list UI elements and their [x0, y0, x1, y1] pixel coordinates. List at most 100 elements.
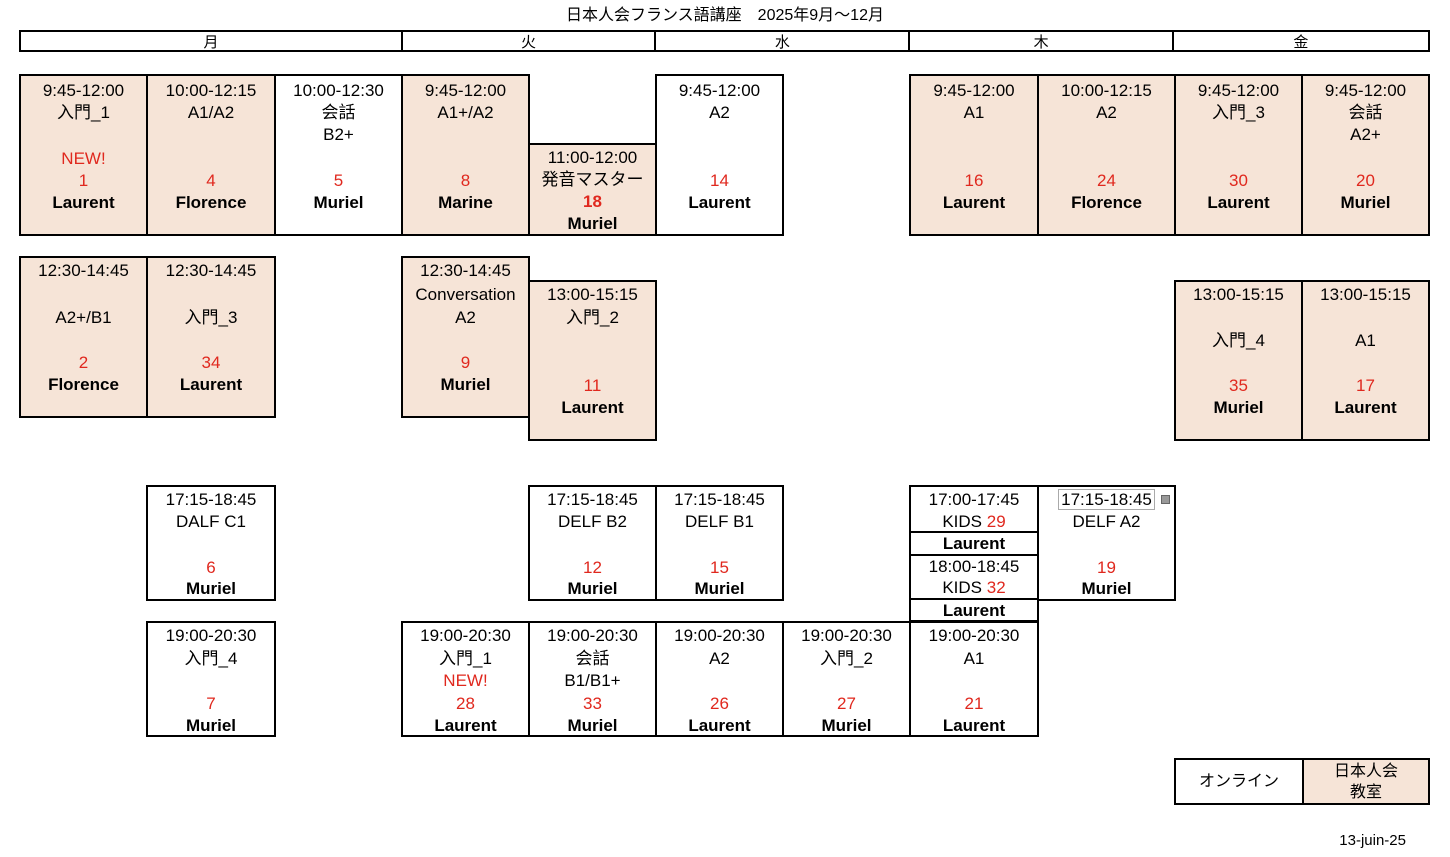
- class-time: 10:00-12:30: [293, 81, 384, 100]
- class-time: 12:30-14:45: [165, 261, 257, 280]
- class-number: 27: [837, 694, 856, 713]
- class-number: 16: [964, 171, 984, 190]
- class-time: 9:45-12:00: [678, 81, 761, 100]
- class-time: 19:00-20:30: [928, 626, 1020, 645]
- class-time: 19:00-20:30: [801, 626, 892, 645]
- class-number: 11: [583, 376, 602, 395]
- class-teacher: Laurent: [179, 375, 243, 394]
- class-cell-35: 13:00-15:15 入門_4 35 Muriel: [1174, 280, 1303, 441]
- legend-onsite-line1: 日本人会: [1333, 762, 1398, 780]
- cell-resize-handle-icon[interactable]: [1161, 495, 1170, 504]
- class-time: 10:00-12:15: [165, 81, 257, 100]
- class-teacher: Laurent: [52, 193, 115, 212]
- class-cell-6: 17:15-18:45 DALF C1 6 Muriel: [146, 485, 276, 601]
- class-cell-18: 11:00-12:00 発音マスター 18 Muriel: [528, 143, 657, 236]
- class-time: 9:45-12:00: [933, 81, 1015, 100]
- class-level: 入門_3: [184, 308, 238, 327]
- class-teacher: Florence: [175, 193, 247, 212]
- class-number: 7: [206, 694, 216, 713]
- class-teacher: Laurent: [1334, 398, 1397, 417]
- class-teacher: Muriel: [1340, 193, 1391, 212]
- class-level: KIDS 29: [911, 512, 1037, 532]
- class-level: A2: [709, 103, 730, 122]
- class-level: A2+/B1: [55, 308, 112, 327]
- class-number: 20: [1356, 171, 1375, 190]
- class-level: A2: [1096, 103, 1117, 122]
- class-number: 2: [78, 353, 89, 372]
- class-cell-34: 12:30-14:45 入門_3 34 Laurent: [146, 256, 276, 418]
- class-teacher: Muriel: [440, 375, 491, 394]
- class-time: 13:00-15:15: [1320, 285, 1411, 304]
- class-teacher: Laurent: [688, 716, 751, 735]
- schedule-title: 日本人会フランス語講座 2025年9月〜12月: [566, 7, 884, 24]
- class-time: 9:45-12:00: [424, 81, 507, 100]
- class-cell-30: 9:45-12:00 入門_3 30 Laurent: [1174, 74, 1303, 236]
- class-time: 17:15-18:45: [1039, 489, 1174, 510]
- class-number: 6: [206, 558, 216, 577]
- class-cell-1: 9:45-12:00 入門_1 NEW! 1 Laurent: [19, 74, 148, 236]
- class-cell-19: 17:15-18:45 DELF A2 19 Muriel: [1037, 485, 1176, 601]
- class-teacher: Muriel: [185, 716, 237, 735]
- class-level: A1+/A2: [437, 103, 494, 122]
- class-time: 13:00-15:15: [1193, 285, 1284, 304]
- row-divider: [911, 554, 1037, 556]
- class-level: A1: [963, 103, 985, 122]
- class-number: 28: [456, 694, 475, 713]
- class-time: 19:00-20:30: [165, 626, 257, 645]
- class-number: 30: [1229, 171, 1248, 190]
- class-time: 10:00-12:15: [1061, 81, 1152, 100]
- class-number: 18: [583, 192, 602, 211]
- class-number: 19: [1097, 558, 1116, 577]
- class-cell-21: 19:00-20:30 A1 21 Laurent: [909, 621, 1039, 737]
- class-cell-8: 9:45-12:00 A1+/A2 8 Marine: [401, 74, 530, 236]
- class-type: Conversation: [415, 285, 516, 304]
- class-cell-4: 10:00-12:15 A1/A2 4 Florence: [146, 74, 276, 236]
- class-name: KIDS: [942, 578, 983, 597]
- class-teacher: Laurent: [561, 398, 624, 417]
- class-cell-kids: 17:00-17:45 KIDS 29 Laurent 18:00-18:45 …: [909, 485, 1039, 622]
- class-teacher: Muriel: [1081, 579, 1132, 598]
- day-header-row: 月 火 水 木 金: [19, 30, 1430, 52]
- class-level: A1: [963, 649, 985, 668]
- class-teacher: Laurent: [942, 601, 1006, 620]
- class-time: 17:15-18:45: [547, 490, 638, 509]
- class-level: DALF C1: [176, 512, 246, 531]
- class-cell-2: 12:30-14:45 A2+/B1 2 Florence: [19, 256, 148, 418]
- class-time: 17:00-17:45: [928, 490, 1020, 509]
- class-level: 入門_1: [439, 649, 492, 668]
- class-cell-14: 9:45-12:00 A2 14 Laurent: [655, 74, 784, 236]
- class-level: 入門_1: [57, 103, 110, 122]
- class-level: 入門_3: [1212, 103, 1265, 122]
- class-level: A1: [1355, 331, 1376, 350]
- class-cell-33: 19:00-20:30 会話 B1/B1+ 33 Muriel: [528, 621, 657, 737]
- class-cell-28: 19:00-20:30 入門_1 NEW! 28 Laurent: [401, 621, 530, 737]
- class-level: 入門_4: [184, 649, 238, 668]
- class-teacher: Muriel: [567, 716, 618, 735]
- legend: オンライン 日本人会 教室: [1174, 758, 1430, 805]
- class-time: 17:15-18:45: [674, 490, 765, 509]
- new-badge: NEW!: [61, 149, 106, 168]
- new-badge: NEW!: [443, 671, 488, 690]
- class-number: 4: [206, 171, 216, 190]
- class-teacher: Laurent: [688, 193, 751, 212]
- selected-cell-text: 17:15-18:45: [1058, 489, 1155, 510]
- class-time: 12:30-14:45: [420, 261, 511, 280]
- day-header-tue: 火: [403, 32, 657, 51]
- class-teacher: Laurent: [434, 716, 497, 735]
- class-time: 17:15-18:45: [165, 490, 257, 509]
- class-number: 1: [78, 171, 89, 190]
- class-time: 9:45-12:00: [42, 81, 125, 100]
- legend-onsite-line2: 教室: [1349, 783, 1382, 801]
- class-teacher: Muriel: [694, 579, 745, 598]
- class-number: 21: [964, 694, 984, 713]
- class-teacher: Laurent: [942, 193, 1006, 212]
- class-time: 12:30-14:45: [38, 261, 129, 280]
- day-header-mon: 月: [21, 32, 403, 51]
- legend-online: オンライン: [1198, 773, 1279, 790]
- class-number: 29: [986, 512, 1006, 531]
- class-cell-7: 19:00-20:30 入門_4 7 Muriel: [146, 621, 276, 737]
- day-header-fri: 金: [1293, 33, 1309, 51]
- class-level: DELF B2: [558, 512, 627, 531]
- class-time: 11:00-12:00: [547, 148, 638, 167]
- class-time: 13:00-15:15: [547, 285, 638, 304]
